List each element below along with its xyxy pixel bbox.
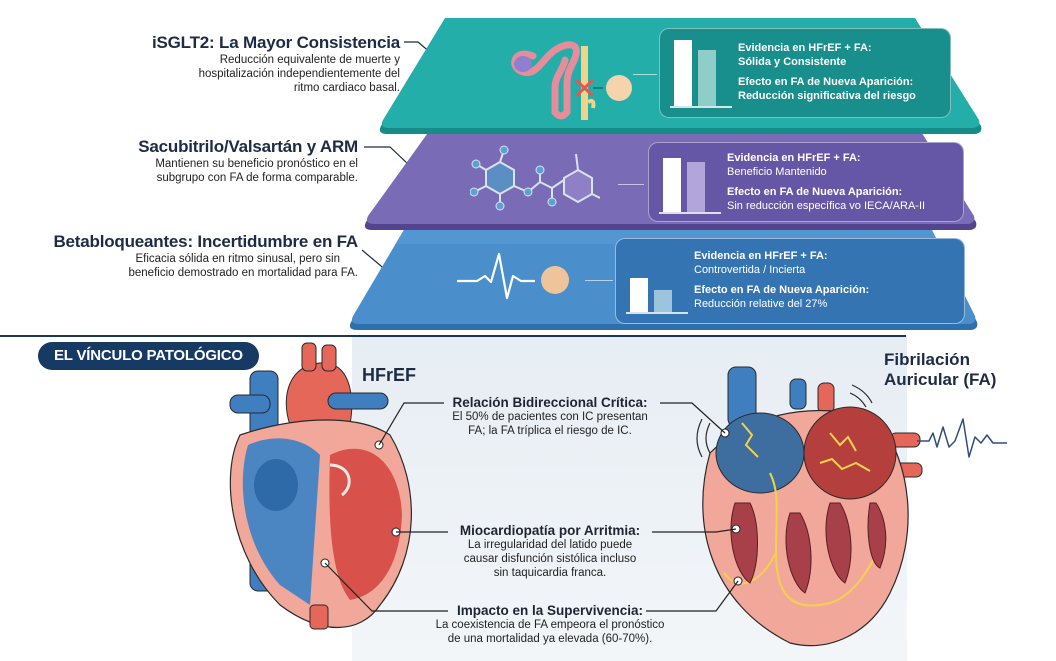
bar-evidence: [630, 278, 648, 312]
bar-effect: [687, 162, 705, 212]
label-sacubitrilo-title: Sacubitrilo/Valsartán y ARM: [138, 137, 358, 156]
label-sacubitrilo-desc-1: Mantienen su beneficio pronóstico en el: [155, 158, 358, 170]
connector-line: [618, 184, 644, 185]
callout-survival-line-1: La coexistencia de FA empeora el pronóst…: [435, 619, 665, 631]
callout-leader-lines: [324, 402, 739, 612]
callout-bidirectional-line-1: El 50% de pacientes con IC presentan: [452, 411, 648, 423]
evidence-label: Evidencia en HFrEF + FA:: [694, 250, 828, 262]
label-betabloqueantes-desc-2: beneficio demostrado en mortalidad para …: [128, 267, 359, 279]
irregular-ecg-icon: [917, 418, 1007, 458]
evidence-panel-sacubitrilo: Evidencia en HFrEF + FA: Beneficio Mante…: [648, 142, 964, 222]
label-betabloqueantes: Betabloqueantes: Incertidumbre en FA Efi…: [20, 232, 358, 280]
label-isglt2-desc-3: ritmo cardiaco basal.: [293, 82, 400, 94]
plate-isglt2: Evidencia en HFrEF + FA: Sólida y Consis…: [375, 18, 990, 140]
label-isglt2-desc-1: Reducción equivalente de muerte y: [219, 54, 400, 66]
pathological-link-section: EL VÍNCULO PATOLÓGICO HFrEF: [0, 335, 1056, 661]
ecg-pulse-icon: [457, 252, 569, 300]
plate-sacubitrilo: Evidencia en HFrEF + FA: Beneficio Mante…: [360, 130, 985, 240]
evidence-panel-betabloqueantes: Evidencia en HFrEF + FA: Controvertida /…: [615, 238, 965, 324]
callout-survival: Impacto en la Supervivencia: La coexiste…: [420, 603, 680, 646]
callout-arrhythmia-title: Miocardiopatía por Arritmia:: [459, 523, 641, 538]
hfref-label: HFrEF: [362, 365, 416, 385]
label-betabloqueantes-desc-1: Eficacia sólida en ritmo sinusal, pero s…: [135, 253, 340, 265]
effect-label: Efecto en FA de Nueva Aparición:: [694, 284, 870, 296]
callout-bidirectional-title: Relación Bidireccional Crítica:: [452, 395, 648, 410]
molecule-icon: [470, 145, 600, 211]
bar-evidence: [674, 40, 692, 106]
label-isglt2: iSGLT2: La Mayor Consistencia Reducción …: [60, 33, 400, 95]
effect-value: Sin reducción específica vo IECA/ARA-II: [727, 200, 926, 212]
fa-label-line-2: Auricular (FA): [884, 370, 997, 389]
bar-evidence: [663, 158, 681, 212]
label-sacubitrilo-desc-2: subgrupo con FA de forma comparable.: [156, 172, 358, 184]
bar-effect: [654, 290, 672, 312]
connector-line: [633, 74, 657, 75]
callout-survival-title: Impacto en la Supervivencia:: [456, 603, 644, 618]
callout-bidirectional-line-2: FA; la FA tríplica el riesgo de IC.: [468, 425, 632, 437]
section-divider: [0, 335, 906, 337]
callout-survival-line-2: de una mortalidad ya elevada (60-70%).: [447, 633, 653, 645]
evidence-label: Evidencia en HFrEF + FA:: [738, 42, 872, 54]
hfref-heart-icon: [229, 342, 412, 630]
evidence-bars-icon: [659, 142, 721, 214]
callout-arrhythmia-line-1: La irregularidad del latido puede: [467, 539, 633, 551]
effect-label: Efecto en FA de Nueva Aparición:: [738, 76, 914, 88]
effect-value: Reducción relative del 27%: [694, 298, 828, 310]
label-isglt2-title: iSGLT2: La Mayor Consistencia: [152, 33, 400, 52]
evidence-value: Beneficio Mantenido: [727, 166, 827, 178]
connector-line: [585, 280, 613, 281]
evidence-panel-isglt2: Evidencia en HFrEF + FA: Sólida y Consis…: [659, 28, 951, 118]
evidence-bars-icon: [626, 242, 688, 314]
evidence-bars-icon: [670, 36, 732, 108]
callout-arrhythmia-line-2: causar disfunción sistólica incluso: [463, 553, 637, 565]
callout-bidirectional: Relación Bidireccional Crítica: El 50% d…: [430, 395, 670, 438]
evidence-value: Sólida y Consistente: [738, 56, 847, 68]
callout-arrhythmia: Miocardiopatía por Arritmia: La irregula…: [440, 523, 660, 580]
callout-arrhythmia-line-3: sin taquicardia franca.: [493, 567, 607, 579]
evidence-value: Controvertida / Incierta: [694, 264, 806, 276]
label-isglt2-desc-2: hospitalización independientemente del: [198, 68, 400, 80]
effect-value: Reducción significativa del riesgo: [738, 90, 916, 102]
bar-effect: [698, 50, 716, 106]
effect-label: Efecto en FA de Nueva Aparición:: [727, 186, 903, 198]
fa-label-line-1: Fibrilación: [884, 350, 970, 369]
atrial-fibrillation-heart-icon: [696, 366, 923, 647]
kidney-nephron-icon: [511, 41, 632, 120]
label-sacubitrilo: Sacubitrilo/Valsartán y ARM Mantienen su…: [40, 137, 358, 185]
evidence-label: Evidencia en HFrEF + FA:: [727, 152, 861, 164]
section-title: EL VÍNCULO PATOLÓGICO: [38, 342, 259, 370]
plate-betabloqueantes: Evidencia en HFrEF + FA: Controvertida /…: [345, 228, 985, 338]
label-betabloqueantes-title: Betabloqueantes: Incertidumbre en FA: [53, 232, 358, 251]
